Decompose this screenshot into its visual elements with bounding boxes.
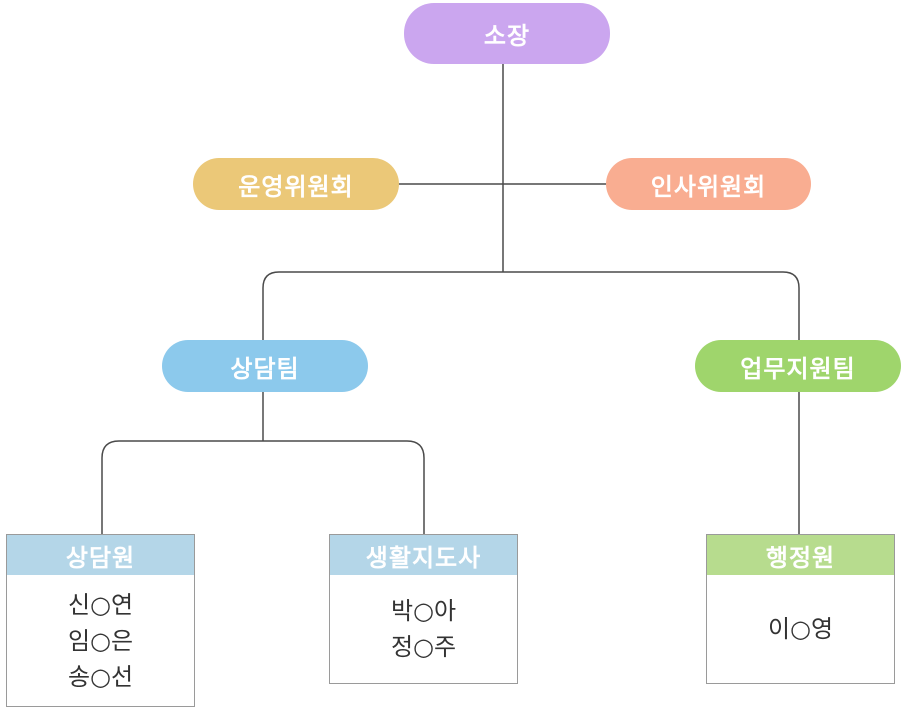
member-name: 박○아 — [390, 597, 457, 625]
operations-committee-node: 운영위원회 — [193, 158, 399, 210]
member-name: 정○주 — [390, 633, 457, 661]
life-guide-box: 생활지도사 박○아 정○주 — [329, 534, 518, 684]
counseling-team-node: 상담팀 — [162, 340, 368, 392]
counsel-team-bracket-line — [101, 440, 425, 534]
team-bracket-line — [262, 271, 800, 342]
member-name: 송○선 — [67, 662, 134, 691]
life-guide-title: 생활지도사 — [365, 543, 482, 572]
hr-committee-label: 인사위원회 — [650, 172, 767, 201]
hr-committee-node: 인사위원회 — [606, 158, 811, 210]
administrator-box: 행정원 이○영 — [706, 534, 895, 684]
life-guide-header: 생활지도사 — [330, 535, 517, 575]
counselor-members: 신○연 임○은 송○선 — [7, 575, 194, 706]
counselor-box: 상담원 신○연 임○은 송○선 — [6, 534, 195, 707]
administrator-members: 이○영 — [707, 575, 894, 683]
counseling-team-label: 상담팀 — [230, 354, 300, 383]
support-team-label: 업무지원팀 — [740, 354, 856, 383]
director-label: 소장 — [483, 22, 531, 50]
director-node: 소장 — [404, 3, 610, 64]
support-team-node: 업무지원팀 — [695, 340, 901, 392]
operations-committee-label: 운영위원회 — [238, 172, 354, 201]
member-name: 임○은 — [67, 626, 134, 655]
administrator-title: 행정원 — [765, 543, 836, 572]
member-name: 신○연 — [67, 590, 134, 619]
administrator-header: 행정원 — [707, 535, 894, 575]
life-guide-members: 박○아 정○주 — [330, 575, 517, 683]
member-name: 이○영 — [767, 615, 834, 643]
counselor-title: 상담원 — [65, 543, 136, 572]
counselor-header: 상담원 — [7, 535, 194, 575]
